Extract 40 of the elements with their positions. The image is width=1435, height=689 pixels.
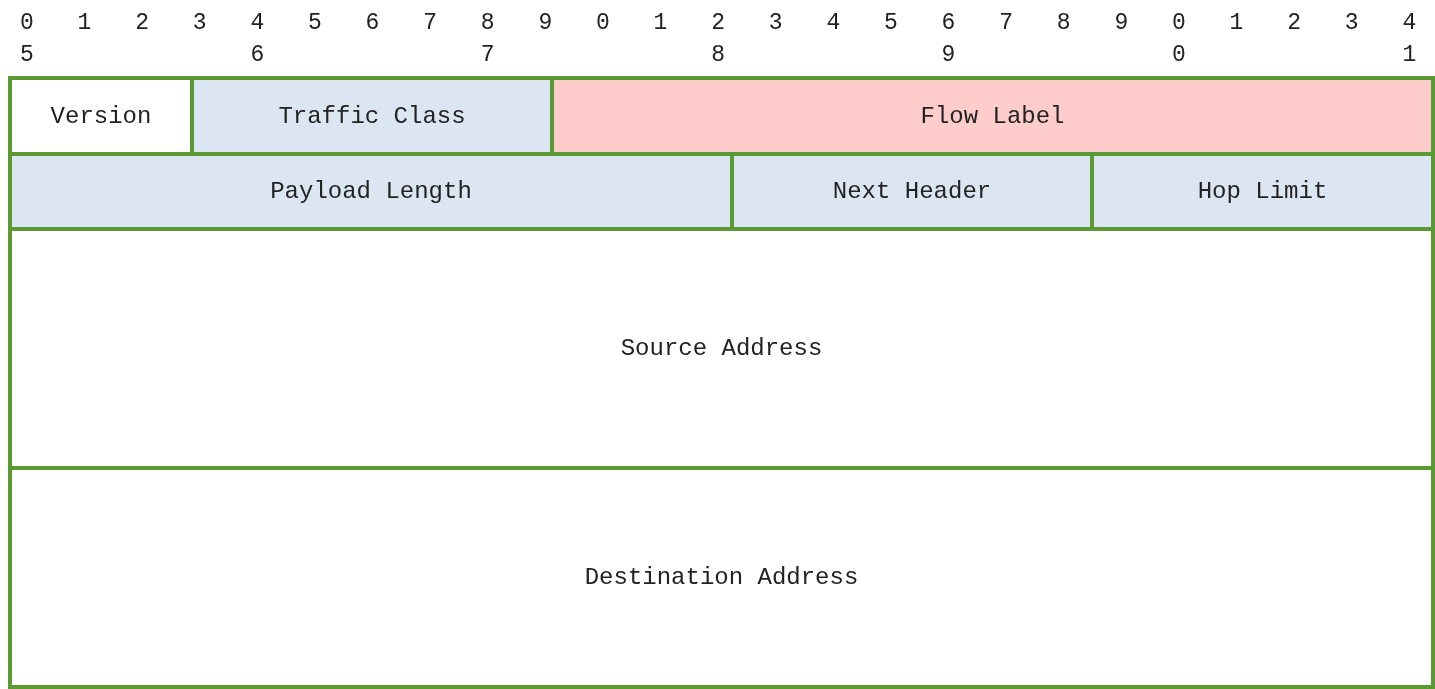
bit-number: 9 [1114, 10, 1129, 36]
bit-number: 3 [192, 10, 207, 36]
bit-number: 5 [20, 42, 34, 68]
bit-number: 6 [250, 42, 265, 68]
bit-number: 3 [1344, 10, 1359, 36]
bit-number: 2 [135, 10, 149, 36]
bit-number: 6 [941, 10, 956, 36]
bit-number: 5 [308, 10, 322, 36]
bit-number: 0 [20, 10, 34, 36]
bit-number: 3 [768, 10, 783, 36]
bit-number: 7 [480, 42, 495, 68]
bit-number: 8 [711, 42, 725, 68]
field-name: Traffic Class [278, 102, 466, 130]
bit-number: 2 [711, 10, 725, 36]
bit-number: 0 [1172, 42, 1186, 68]
field-name: Payload Length [270, 178, 472, 205]
bit-number: 0 [1172, 10, 1186, 36]
field-name: Flow Label [920, 102, 1065, 130]
field-name: Version [50, 102, 152, 130]
bit-number: 7 [423, 10, 437, 36]
field-name: Next Header [832, 178, 992, 205]
bit-number: 9 [538, 10, 553, 36]
bit-number: 4 [1402, 10, 1417, 36]
bit-number: 8 [480, 10, 495, 36]
bit-number: 7 [999, 10, 1013, 36]
bit-number: 1 [1229, 10, 1244, 36]
bit-number: 2 [1287, 10, 1301, 36]
field-name: Hop Limit [1197, 178, 1328, 205]
bit-number: 1 [653, 10, 668, 36]
bit-number: 1 [77, 10, 92, 36]
bit-number: 6 [365, 10, 380, 36]
bit-number: 0 [596, 10, 610, 36]
bit-number: 1 [1402, 42, 1417, 68]
bit-number: 4 [826, 10, 841, 36]
bit-number: 9 [941, 42, 956, 68]
field-name: Destination Address [584, 564, 859, 591]
field-name: Source Address [620, 335, 823, 362]
bit-number: 8 [1056, 10, 1071, 36]
bit-number: 4 [250, 10, 265, 36]
bit-number: 5 [884, 10, 898, 36]
